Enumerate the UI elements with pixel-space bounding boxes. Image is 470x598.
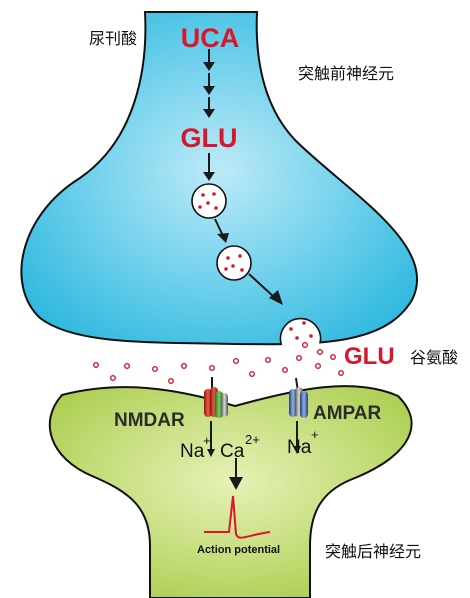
glu-label-presynaptic: GLU: [181, 123, 238, 153]
uca-chinese-label: 尿刊酸: [89, 29, 137, 48]
sodium-ion-label-ampar: Na: [287, 437, 312, 458]
glutamate-chinese-label: 谷氨酸: [410, 348, 458, 367]
presynaptic-neuron: [20, 11, 419, 346]
nmdar-label: NMDAR: [114, 410, 185, 431]
action-potential-label: Action potential: [197, 544, 280, 556]
postsynaptic-neuron: [48, 385, 413, 598]
uca-label: UCA: [181, 23, 240, 53]
calcium-ion-charge: 2+: [245, 432, 260, 447]
synaptic-vesicle: [216, 245, 252, 281]
sodium-ion-charge-nmdar: +: [203, 433, 211, 448]
glutamate-molecules: [92, 342, 345, 385]
synaptic-vesicle: [191, 183, 227, 219]
presynaptic-neuron-label: 突触前神经元: [298, 64, 394, 83]
ampar-label: AMPAR: [313, 403, 382, 424]
action-potential-trace: [204, 495, 271, 539]
nmda-receptor: [204, 387, 228, 418]
fusing-vesicle: [279, 317, 322, 345]
calcium-ion-label: Ca: [220, 441, 245, 462]
sodium-ion-label-nmdar: Na: [180, 441, 205, 462]
postsynaptic-neuron-label: 突触后神经元: [325, 542, 421, 561]
glu-label-cleft: GLU: [344, 343, 395, 370]
sodium-ion-charge-ampar: +: [311, 427, 319, 442]
ampa-receptor: [289, 387, 308, 418]
